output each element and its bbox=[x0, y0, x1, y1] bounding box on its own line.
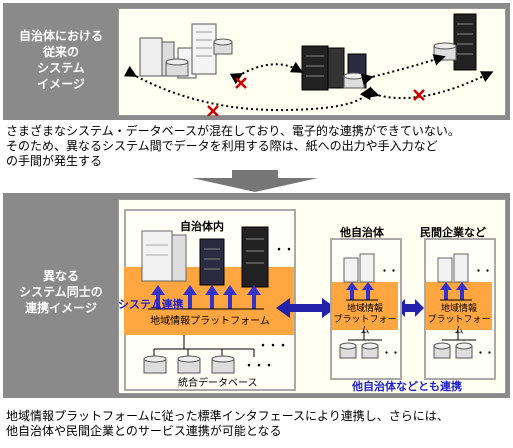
database-icon bbox=[339, 342, 379, 359]
database-icon bbox=[143, 355, 235, 374]
system-link-label: システム連携 bbox=[118, 298, 184, 311]
svg-text:・・・: ・・・ bbox=[244, 361, 274, 372]
svg-text:・・・: ・・・ bbox=[258, 341, 288, 352]
svg-text:・・: ・・ bbox=[380, 267, 398, 277]
no-link-cross-icon bbox=[413, 89, 425, 101]
svg-text:・・・: ・・・ bbox=[274, 245, 294, 256]
svg-text:・・: ・・ bbox=[382, 349, 400, 359]
integrated-db-label: 統合データベース bbox=[178, 378, 258, 389]
svg-text:・・: ・・ bbox=[474, 267, 492, 277]
no-link-cross-icon bbox=[235, 77, 247, 89]
description-current: さまざまなシステム・データベースが混在しており、電子的な連携ができていない。 そ… bbox=[6, 124, 460, 168]
top-panel-label: 自治体における 従来の システム イメージ bbox=[18, 29, 103, 91]
server-icon bbox=[453, 13, 477, 71]
svg-text:・・: ・・ bbox=[476, 349, 494, 359]
database-icon bbox=[343, 72, 365, 89]
platform-main-label: 地域情報プラットフォーム bbox=[150, 316, 270, 327]
local-gov-systems: ・・・ ・・・ ・・・ bbox=[141, 226, 294, 374]
no-link-cross-icon bbox=[207, 105, 219, 116]
server-icon bbox=[241, 226, 269, 288]
link-arrow-icon bbox=[396, 299, 424, 317]
server-icon bbox=[343, 253, 375, 283]
bottom-panel-label: 異なる システム同士の 連携イメージ bbox=[19, 269, 103, 315]
server-icon bbox=[199, 238, 225, 286]
server-icon bbox=[141, 230, 187, 282]
external-systems: ・・ ・・ ・・ ・・ bbox=[339, 253, 494, 359]
down-arrow-icon bbox=[192, 170, 318, 192]
other-link-label: 他自治体などとも連携 bbox=[352, 380, 462, 393]
database-icon bbox=[433, 42, 457, 61]
local-gov-title: 自治体内 bbox=[180, 220, 224, 233]
link-arrow-icon bbox=[276, 298, 336, 318]
platform-private-label: 地域情報 プラットフォーム bbox=[427, 304, 491, 336]
server-icon bbox=[437, 253, 469, 283]
other-gov-title: 他自治体 bbox=[340, 226, 384, 239]
database-icon bbox=[433, 342, 473, 359]
private-title: 民間企業など bbox=[420, 226, 486, 239]
description-future: 地域情報プラットフォームに従った標準インタフェースにより連携し、さらには、 他自… bbox=[6, 409, 449, 438]
platform-other-gov-label: 地域情報 プラットフォーム bbox=[333, 304, 397, 336]
legacy-systems-diagram bbox=[123, 13, 494, 116]
